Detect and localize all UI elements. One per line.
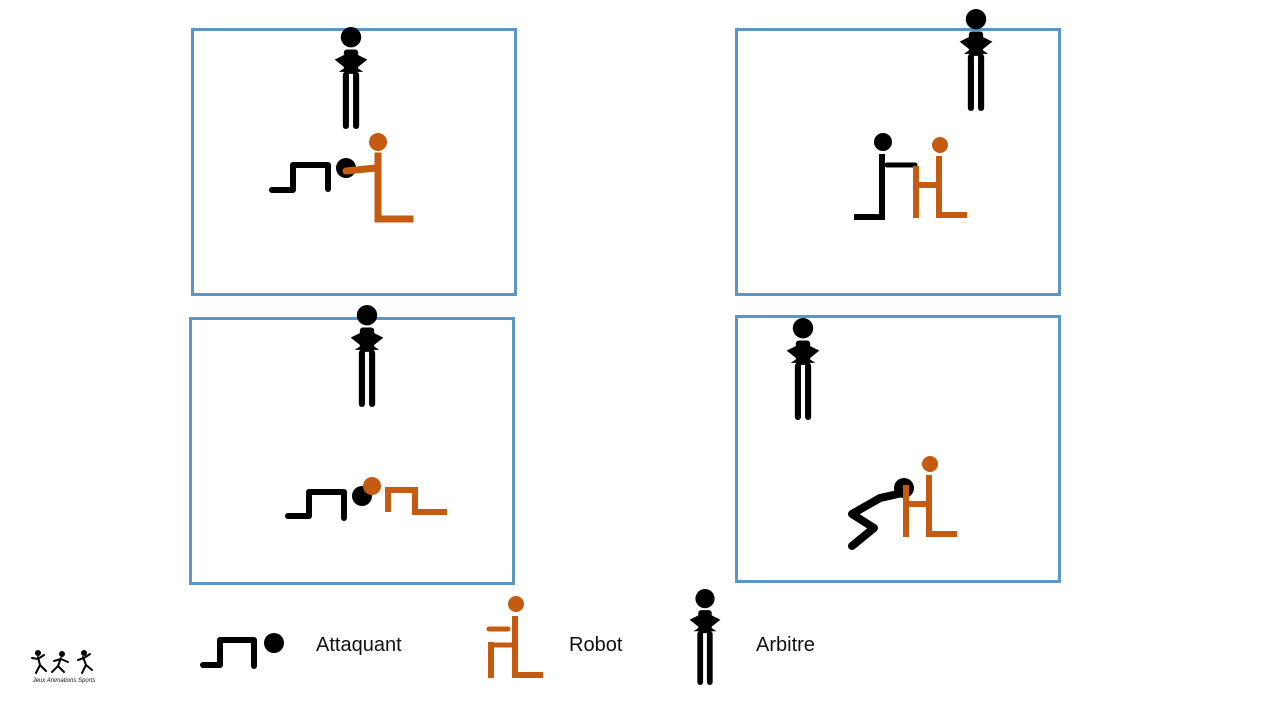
legend-referee-icon xyxy=(689,589,721,685)
jeux-animations-sports-logo-icon xyxy=(31,650,93,674)
robot-sitting-icon xyxy=(903,456,957,537)
referee-icon xyxy=(959,9,993,111)
logo-text: Jeux Animations Sports xyxy=(32,678,96,684)
referee-icon xyxy=(334,27,368,129)
brand-logo: Jeux Animations Sports xyxy=(28,648,102,688)
referee-icon xyxy=(786,318,820,420)
attacker-kneeling-icon xyxy=(854,133,918,220)
legend-robot-label: Robot xyxy=(569,634,623,656)
legend-robot-icon xyxy=(486,596,543,678)
robot-crawling-icon xyxy=(363,477,447,515)
robot-standing-icon xyxy=(342,133,414,223)
scene-panel-3 xyxy=(189,305,515,585)
referee-icon xyxy=(350,305,384,407)
legend-attacker-label: Attaquant xyxy=(316,634,402,656)
legend-referee-label: Arbitre xyxy=(756,634,815,656)
legend-attacker-icon xyxy=(200,633,284,669)
scene-panel-2 xyxy=(735,9,1061,296)
robot-sitting-icon xyxy=(913,137,967,218)
scene-panel-1 xyxy=(191,27,517,296)
scene-panel-4 xyxy=(735,315,1061,583)
